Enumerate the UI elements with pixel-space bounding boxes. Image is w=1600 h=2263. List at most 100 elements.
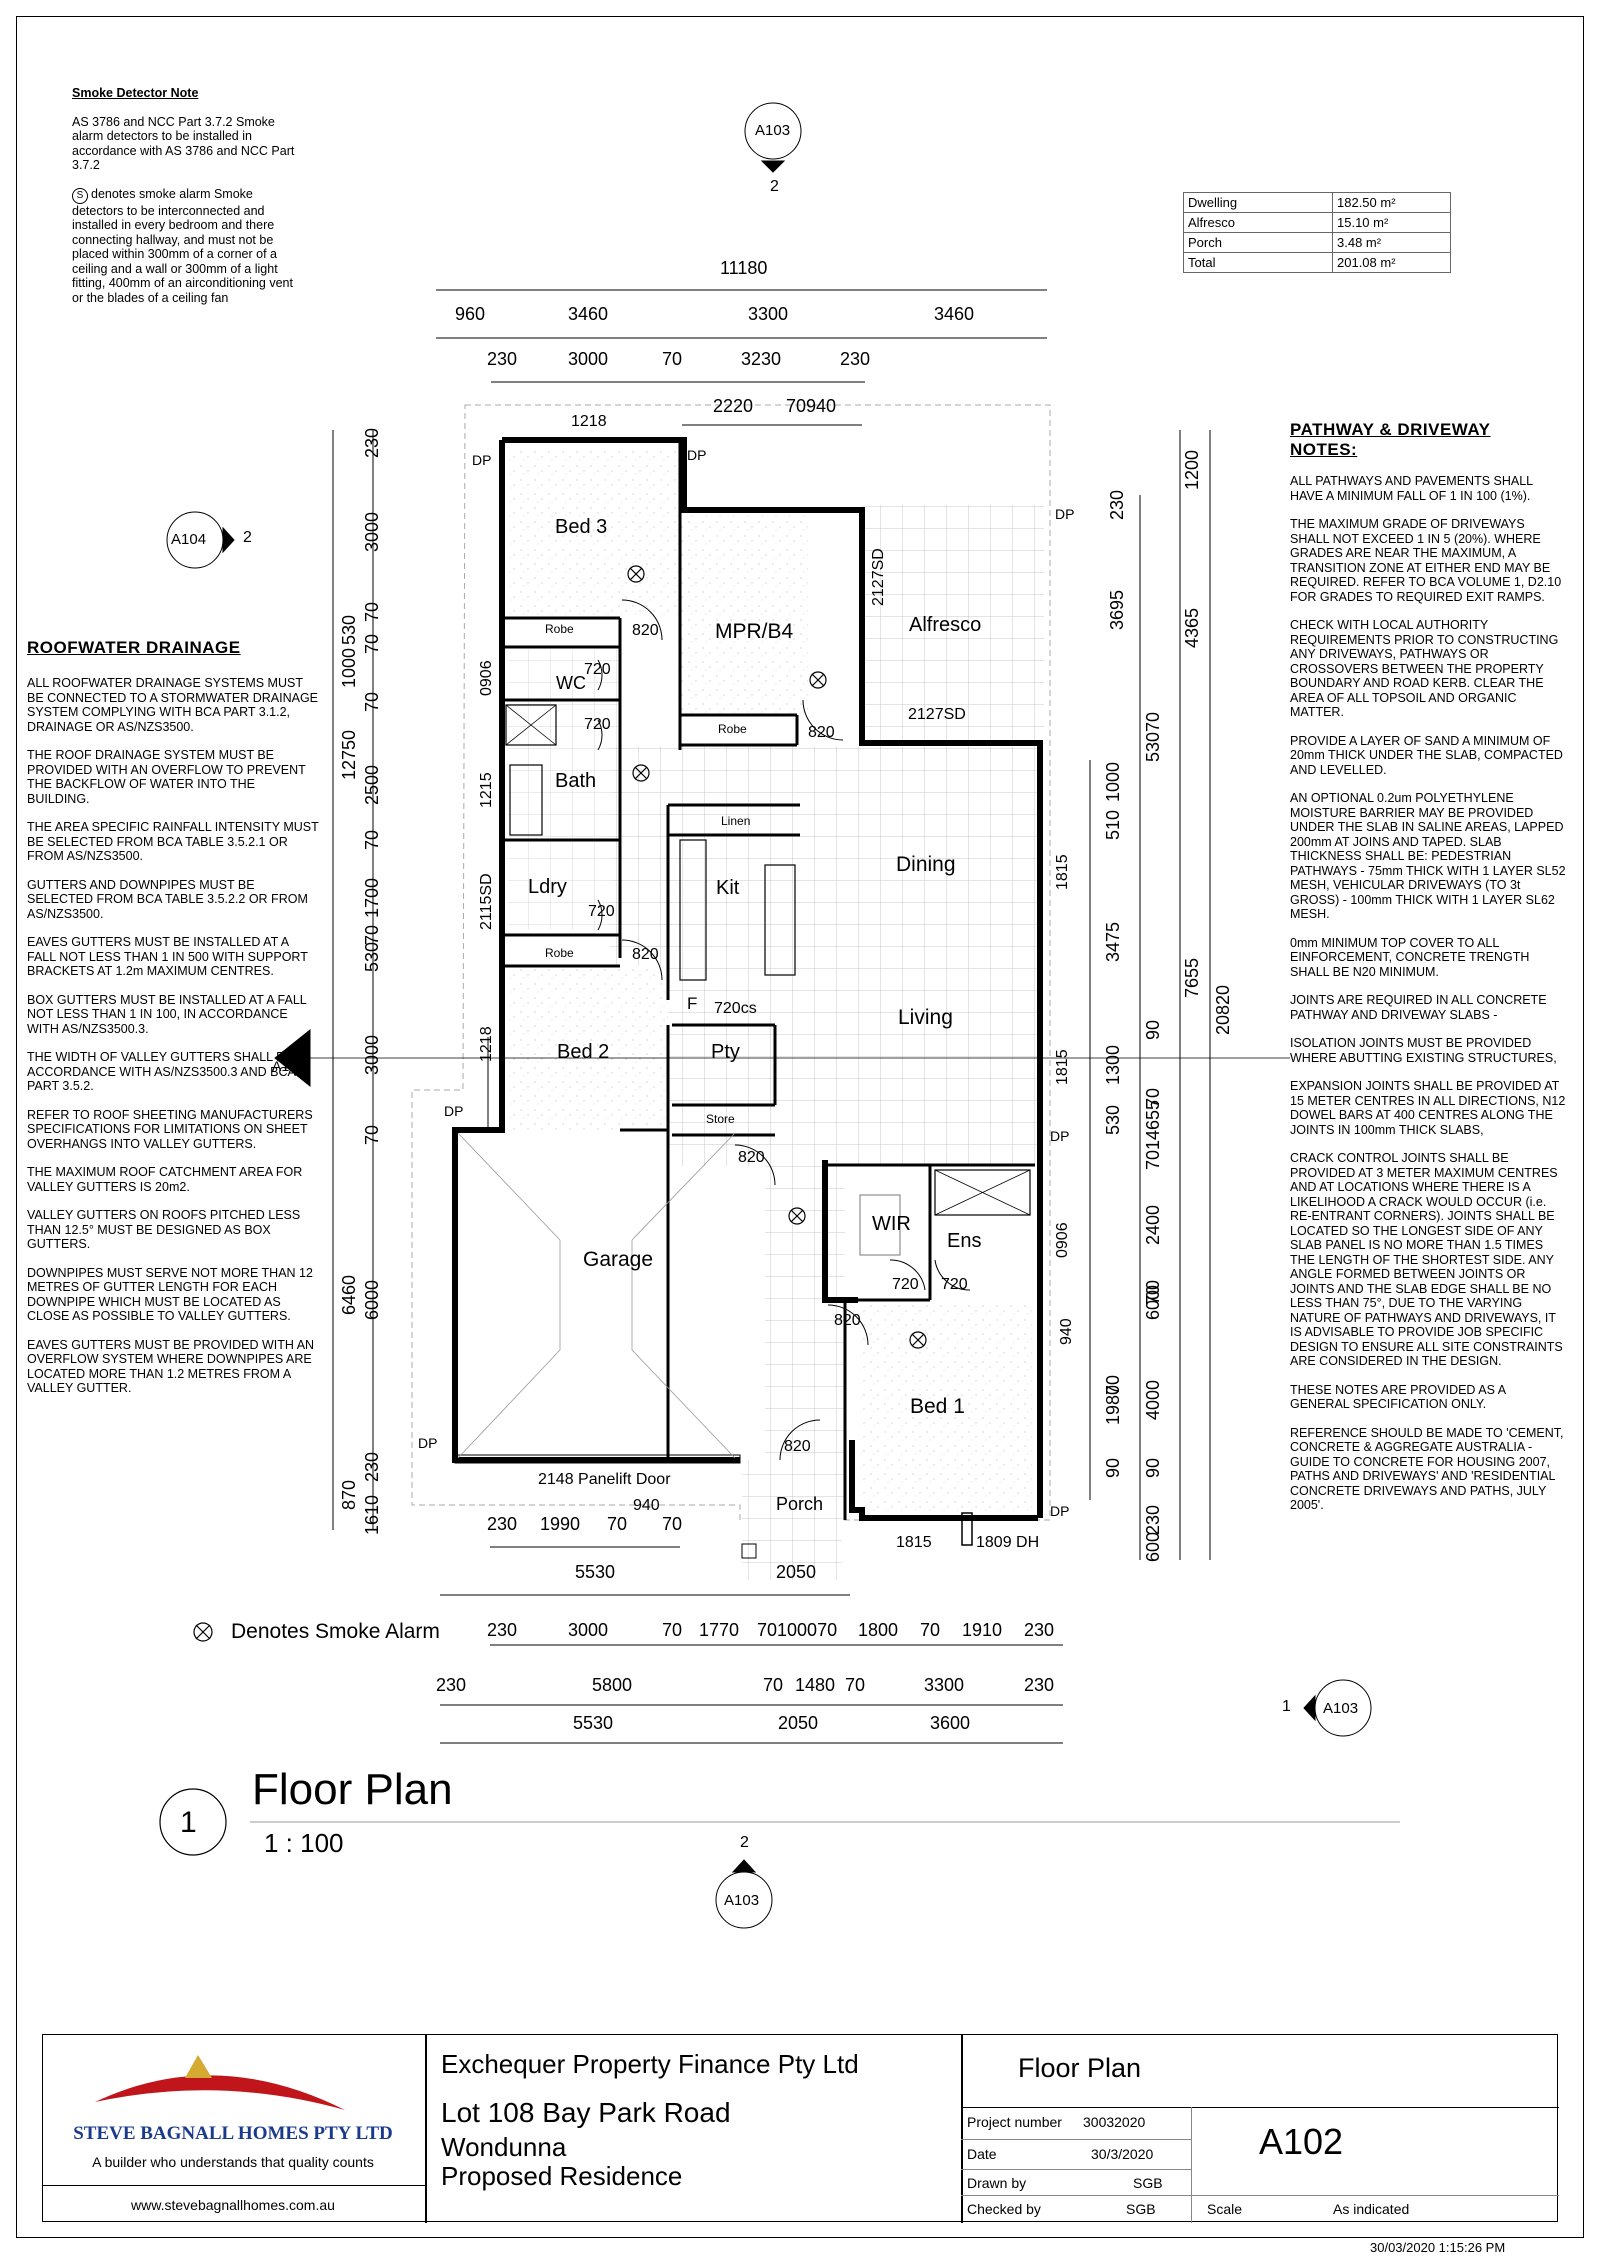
smoke-alarm-icon bbox=[627, 565, 645, 583]
dim-right-col3: 4365 bbox=[1182, 607, 1202, 648]
door-820-mpr: 820 bbox=[808, 724, 835, 741]
roofwater-note-item: DOWNPIPES MUST SERVE NOT MORE THAN 12 ME… bbox=[27, 1265, 313, 1324]
dim-right-col2: 1300 bbox=[1103, 1044, 1123, 1085]
dimension-lines-left bbox=[332, 430, 489, 1530]
door-720-wc: 720 bbox=[584, 661, 611, 678]
pathway-note-item: EXPANSION JOINTS SHALL BE PROVIDED AT 15… bbox=[1290, 1079, 1566, 1137]
dim-right-col1: 1980 bbox=[1103, 1384, 1123, 1425]
dim-right-col2: 510 bbox=[1103, 809, 1123, 840]
roofwater-note-item: THE AREA SPECIFIC RAINFALL INTENSITY MUS… bbox=[27, 820, 319, 863]
dim-top-row2: 3000 bbox=[568, 349, 609, 369]
dim-top-row3: 2220 bbox=[713, 396, 754, 416]
roofwater-note-item: THE MAXIMUM ROOF CATCHMENT AREA FOR VALL… bbox=[27, 1165, 303, 1194]
section-marker-left-ref[interactable]: A104 bbox=[171, 531, 207, 548]
title-block: STEVE BAGNALL HOMES PTY LTD A builder wh… bbox=[42, 2034, 1559, 2223]
section-marker-top-ref[interactable]: A103 bbox=[755, 122, 791, 139]
sheet-title: Floor Plan bbox=[1018, 2053, 1142, 2083]
dim-overall-top: 11180 bbox=[720, 258, 768, 278]
internal-walls bbox=[502, 440, 1035, 1520]
company-website[interactable]: www.stevebagnallhomes.com.au bbox=[131, 2197, 335, 2213]
project-number: 30032020 bbox=[1083, 2114, 1146, 2130]
smoke-alarm-legend: Denotes Smoke Alarm bbox=[231, 1620, 440, 1643]
dim-bottom-row3: 70 bbox=[662, 1620, 683, 1640]
dim-left-col2: 70 bbox=[362, 1124, 382, 1145]
roofwater-title: ROOFWATER DRAINAGE bbox=[27, 638, 241, 657]
pathway-note-item: CRACK CONTROL JOINTS SHALL BE PROVIDED A… bbox=[1290, 1151, 1563, 1368]
garage-door-label: 2148 Panelift Door bbox=[538, 1471, 671, 1488]
kitchen-island bbox=[764, 864, 796, 976]
pathway-note-item: ALL PATHWAYS AND PAVEMENTS SHALL HAVE A … bbox=[1290, 474, 1533, 503]
window-1809dh: 1809 DH bbox=[976, 1534, 1040, 1551]
dim-left-col2: 3000 bbox=[362, 511, 382, 552]
downpipe-label: DP bbox=[444, 1103, 464, 1119]
room-linen: Linen bbox=[721, 814, 751, 828]
dim-left-col1: 530 bbox=[339, 614, 359, 645]
pathway-note-item: THESE NOTES ARE PROVIDED AS A GENERAL SP… bbox=[1290, 1382, 1506, 1412]
drawn-by-label: Drawn by bbox=[967, 2175, 1027, 2191]
dim-right-col2: 530 bbox=[1103, 1104, 1123, 1135]
dim-right-col2: 6000 bbox=[1143, 1279, 1163, 1320]
pathway-note-item: AN OPTIONAL 0.2um POLYETHYLENE MOISTURE … bbox=[1290, 791, 1566, 921]
sheet-number: A102 bbox=[1259, 2121, 1344, 2162]
dim-bottom-row3: 70100070 bbox=[757, 1620, 838, 1640]
door-720-ens: 720 bbox=[941, 1276, 968, 1293]
room-porch: Porch bbox=[776, 1494, 824, 1514]
pathway-title-line2: NOTES: bbox=[1290, 440, 1358, 459]
dim-bottom-row3: 230 bbox=[487, 1620, 518, 1640]
pathway-note-item: REFERENCE SHOULD BE MADE TO 'CEMENT, CON… bbox=[1290, 1425, 1564, 1513]
dim-left-col2: 230 bbox=[362, 1451, 382, 1482]
project-number-label: Project number bbox=[967, 2114, 1062, 2130]
room-robe-bed3: Robe bbox=[545, 622, 574, 636]
section-marker-right-ref[interactable]: A103 bbox=[1323, 1700, 1359, 1717]
room-ldry: Ldry bbox=[528, 876, 567, 898]
downpipe-label: DP bbox=[418, 1435, 438, 1451]
smoke-note-para2: denotes smoke alarm Smoke detectors to b… bbox=[72, 186, 293, 305]
bed2-floor bbox=[508, 966, 668, 1131]
dim-bottom-row5: 2050 bbox=[778, 1713, 819, 1733]
smoke-note-title: Smoke Detector Note bbox=[72, 86, 199, 100]
door-swings bbox=[597, 599, 971, 1461]
checked-by-value: SGB bbox=[1126, 2201, 1156, 2217]
dim-bottom-row4: 230 bbox=[1024, 1675, 1055, 1695]
area-value: 201.08 m² bbox=[1332, 252, 1451, 273]
dim-bottom-row3: 1770 bbox=[699, 1620, 740, 1640]
room-bath: Bath bbox=[555, 770, 597, 792]
smoke-alarm-icon bbox=[909, 1331, 927, 1349]
dimension-lines-bottom bbox=[440, 1546, 1063, 1744]
section-marker-mid-left-ref[interactable]: A105 bbox=[272, 1058, 305, 1074]
dim-right-col2: 2400 bbox=[1143, 1204, 1163, 1245]
room-store: Store bbox=[706, 1112, 735, 1126]
door-820-bed3: 820 bbox=[632, 622, 659, 639]
garage-roof-lines bbox=[457, 1132, 736, 1459]
window-1215-bath: 1215 bbox=[478, 772, 495, 808]
dim-right-col2: 4000 bbox=[1143, 1379, 1163, 1420]
dim-right-col2: 3695 bbox=[1107, 589, 1127, 630]
section-marker-right-num: 1 bbox=[1282, 1698, 1291, 1715]
dim-right-col2: 230 bbox=[1143, 1504, 1163, 1535]
roofwater-note-item: THE ROOF DRAINAGE SYSTEM MUST BE PROVIDE… bbox=[27, 748, 306, 806]
dim-left-outer: 12750 bbox=[339, 729, 359, 780]
section-marker-left bbox=[166, 511, 235, 569]
company-logo-icon bbox=[95, 2055, 345, 2110]
smoke-alarm-icon bbox=[632, 764, 650, 782]
dim-bottom-row3: 70 bbox=[920, 1620, 941, 1640]
checked-by-label: Checked by bbox=[967, 2201, 1041, 2217]
roofwater-note-item: GUTTERS AND DOWNPIPES MUST BE SELECTED F… bbox=[27, 877, 308, 921]
roofwater-note-item: EAVES GUTTERS MUST BE PROVIDED WITH AN O… bbox=[27, 1337, 315, 1396]
date-label: Date bbox=[967, 2146, 997, 2162]
smoke-note-para1: AS 3786 and NCC Part 3.7.2 Smoke alarm d… bbox=[72, 114, 295, 173]
section-marker-right bbox=[1303, 1679, 1372, 1737]
dim-bottom-row3: 1910 bbox=[962, 1620, 1003, 1640]
door-820-bed2: 820 bbox=[632, 946, 659, 963]
downpipe-label: DP bbox=[1055, 506, 1075, 522]
dim-top-row2: 230 bbox=[487, 349, 518, 369]
dh-window-post bbox=[961, 1512, 973, 1546]
window-1815-living: 1815 bbox=[1054, 1049, 1071, 1085]
room-wc: WC bbox=[556, 673, 586, 693]
downpipe-label: DP bbox=[1050, 1128, 1070, 1144]
porch-step bbox=[741, 1543, 757, 1559]
section-marker-bottom-ref[interactable]: A103 bbox=[724, 1892, 760, 1909]
